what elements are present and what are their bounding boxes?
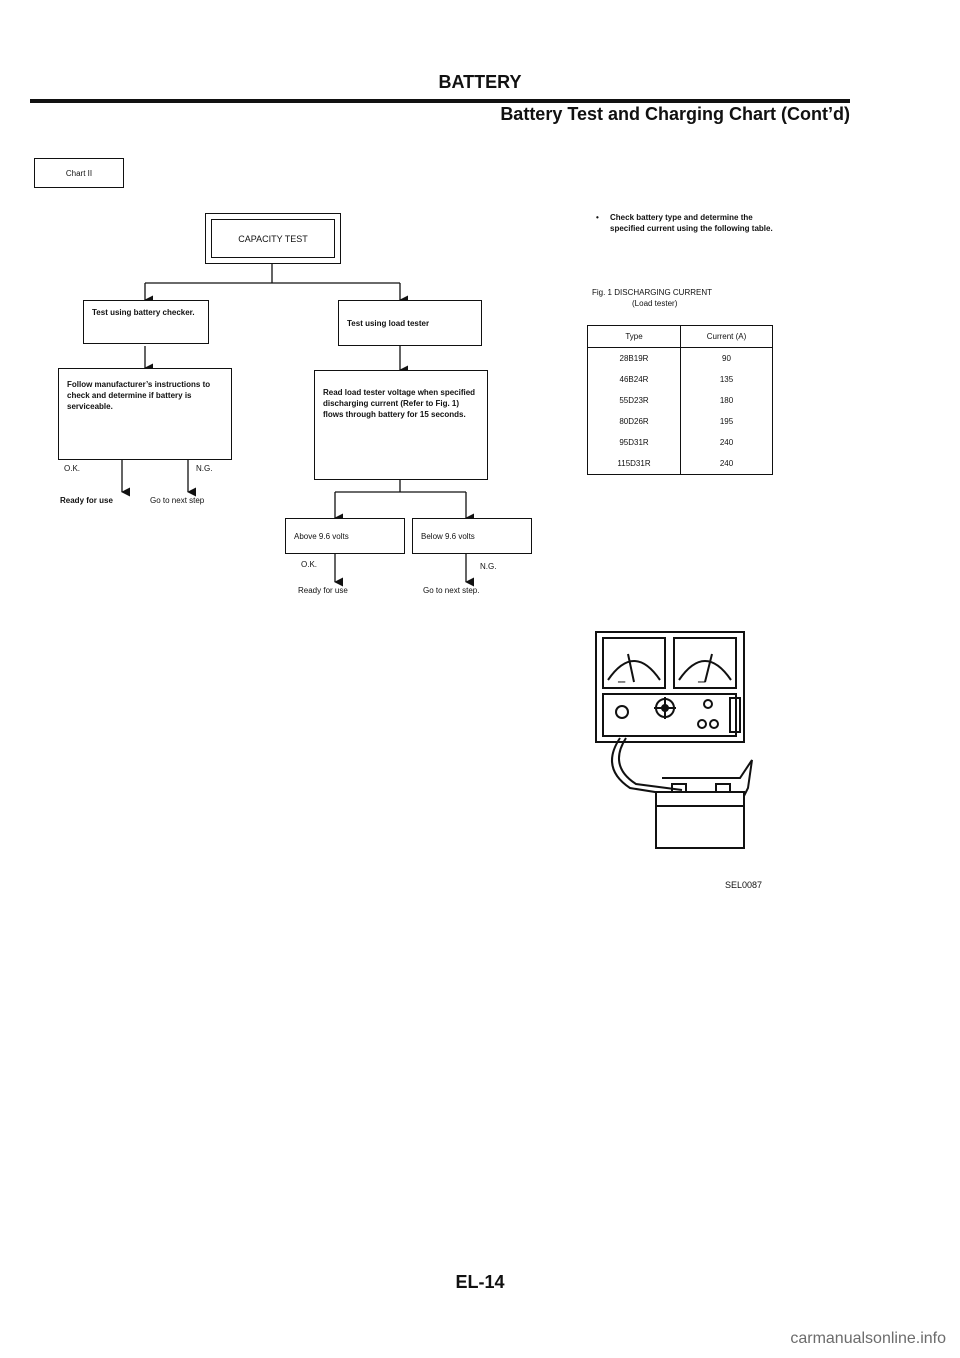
load-tester-box: Test using load tester — [338, 300, 482, 346]
table-cell: 115D31R — [587, 453, 681, 475]
figure-caption-sub: (Load tester) — [632, 299, 678, 308]
table-header-type: Type — [587, 325, 681, 348]
page-number: EL-14 — [455, 1272, 505, 1292]
ng2-label: N.G. — [480, 562, 497, 571]
load-tester-text: Test using load tester — [347, 318, 430, 328]
ok-label: O.K. — [64, 464, 81, 473]
table-cell: 95D31R — [587, 432, 681, 453]
note-bullet: • — [596, 213, 599, 222]
below-volts-text: Below 9.6 volts — [421, 531, 475, 541]
table-header-current: Current (A) — [706, 332, 747, 341]
header-rule — [30, 99, 850, 103]
svg-text:━━: ━━ — [617, 679, 626, 686]
table-cell: 135 — [719, 375, 734, 384]
capacity-test-label: CAPACITY TEST — [238, 233, 308, 244]
chart-label-box: Chart II — [34, 158, 124, 188]
chart-label: Chart II — [65, 168, 93, 178]
ready-for-use2-label: Ready for use — [298, 586, 348, 595]
note-text: Check battery type and determine the spe… — [610, 213, 773, 233]
battery-checker-text: Test using battery checker. — [92, 308, 195, 317]
below-volts-box: Below 9.6 volts — [412, 518, 532, 554]
table-cell: 180 — [719, 396, 734, 405]
table-cell: 90 — [722, 354, 731, 363]
table-cell: 195 — [719, 417, 734, 426]
read-load-text: Read load tester voltage when specified … — [323, 388, 476, 419]
table-cell: 28B19R — [587, 347, 681, 369]
table-cell: 46B24R — [587, 369, 681, 390]
read-load-box: Read load tester voltage when specified … — [314, 370, 488, 480]
ready-for-use-label: Ready for use — [60, 496, 113, 505]
table-row: 80D26R 195 — [587, 411, 773, 432]
follow-manufacturer-text: Follow manufacturer’s instructions to ch… — [67, 380, 211, 411]
table-row: 46B24R 135 — [587, 369, 773, 390]
load-tester-illustration: ━━ ━━ — [595, 631, 753, 849]
discharging-current-table: Type Current (A) 28B19R 90 46B24R 135 55D2… — [587, 325, 773, 475]
table-cell: 80D26R — [587, 411, 681, 432]
follow-manufacturer-box: Follow manufacturer’s instructions to ch… — [58, 368, 232, 460]
table-row: 28B19R 90 — [587, 347, 773, 369]
battery-checker-box: Test using battery checker. — [83, 300, 209, 344]
above-volts-box: Above 9.6 volts — [285, 518, 405, 554]
go-next-step-label: Go to next step — [150, 496, 205, 505]
check-battery-note: • Check battery type and determine the s… — [596, 212, 776, 234]
table-row: 55D23R 180 — [587, 390, 773, 411]
table-cell: 240 — [719, 438, 734, 447]
ng-label: N.G. — [196, 464, 213, 473]
table-row: 95D31R 240 — [587, 432, 773, 453]
figure-caption: Fig. 1 DISCHARGING CURRENT (Load tester) — [592, 287, 712, 309]
page-subtitle: Battery Test and Charging Chart (Cont’d) — [500, 104, 850, 124]
section-title: BATTERY — [438, 72, 522, 92]
table-cell: 55D23R — [587, 390, 681, 411]
figure-code: SEL0087 — [725, 880, 763, 890]
watermark: carmanualsonline.info — [790, 1330, 946, 1347]
capacity-test-box: CAPACITY TEST — [205, 213, 341, 264]
figure-caption-title: Fig. 1 DISCHARGING CURRENT — [592, 288, 713, 297]
go-next-step2-label: Go to next step. — [423, 586, 480, 595]
table-row: 115D31R 240 — [587, 453, 773, 475]
ok2-label: O.K. — [301, 560, 318, 569]
table-header-row: Type Current (A) — [587, 325, 773, 348]
table-cell: 240 — [719, 459, 734, 468]
above-volts-text: Above 9.6 volts — [294, 531, 349, 541]
svg-text:━━: ━━ — [697, 679, 706, 686]
